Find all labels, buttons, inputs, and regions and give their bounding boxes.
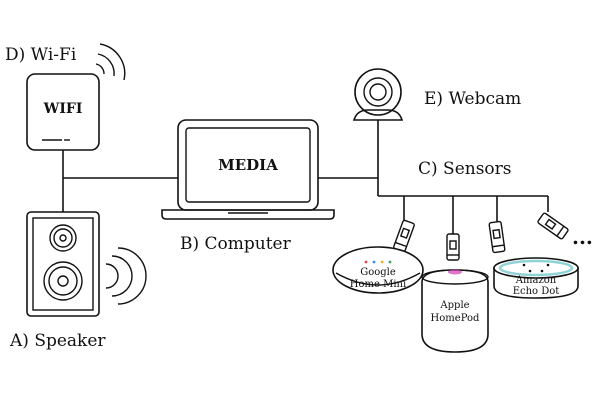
echo-ring bbox=[498, 259, 574, 277]
computer-label: B) Computer bbox=[180, 234, 292, 254]
google-line-2: Home Mini bbox=[350, 279, 406, 290]
sound-waves-icon bbox=[105, 247, 147, 305]
screen-text: MEDIA bbox=[218, 156, 278, 174]
wifi-waves-icon bbox=[95, 43, 126, 81]
amazon-echo-dot: Amazon Echo Dot bbox=[493, 257, 579, 299]
mini-dot bbox=[372, 260, 376, 264]
wifi-box-text: WIFI bbox=[43, 101, 83, 117]
apple-line-2: HomePod bbox=[431, 313, 480, 324]
sensor-icon bbox=[537, 212, 569, 240]
sensor-icon bbox=[446, 233, 460, 261]
mini-dot bbox=[388, 260, 392, 264]
apple-line-1: Apple bbox=[439, 300, 469, 311]
wifi-label: D) Wi-Fi bbox=[5, 45, 77, 65]
sensor-icon bbox=[393, 219, 415, 253]
wifi-router-icon: WIFI bbox=[26, 73, 100, 151]
homepod-glow bbox=[448, 269, 462, 275]
sensors-label: C) Sensors bbox=[418, 159, 512, 179]
speaker-label: A) Speaker bbox=[9, 331, 106, 351]
webcam-icon bbox=[352, 68, 404, 121]
laptop-icon: MEDIA bbox=[161, 119, 335, 220]
mini-dot bbox=[380, 260, 384, 264]
sensor-icon bbox=[488, 220, 506, 254]
google-line-1: Google bbox=[360, 267, 396, 278]
google-home-mini: Google Home Mini bbox=[332, 246, 424, 294]
apple-homepod: Apple HomePod bbox=[421, 269, 489, 353]
webcam-label: E) Webcam bbox=[424, 89, 521, 109]
sensors-ellipsis: ... bbox=[572, 225, 593, 249]
amazon-line-2: Echo Dot bbox=[513, 286, 560, 297]
amazon-line-1: Amazon bbox=[515, 275, 557, 286]
speaker-icon bbox=[26, 211, 100, 317]
connection-wires bbox=[62, 120, 549, 234]
mini-dot bbox=[364, 260, 368, 264]
